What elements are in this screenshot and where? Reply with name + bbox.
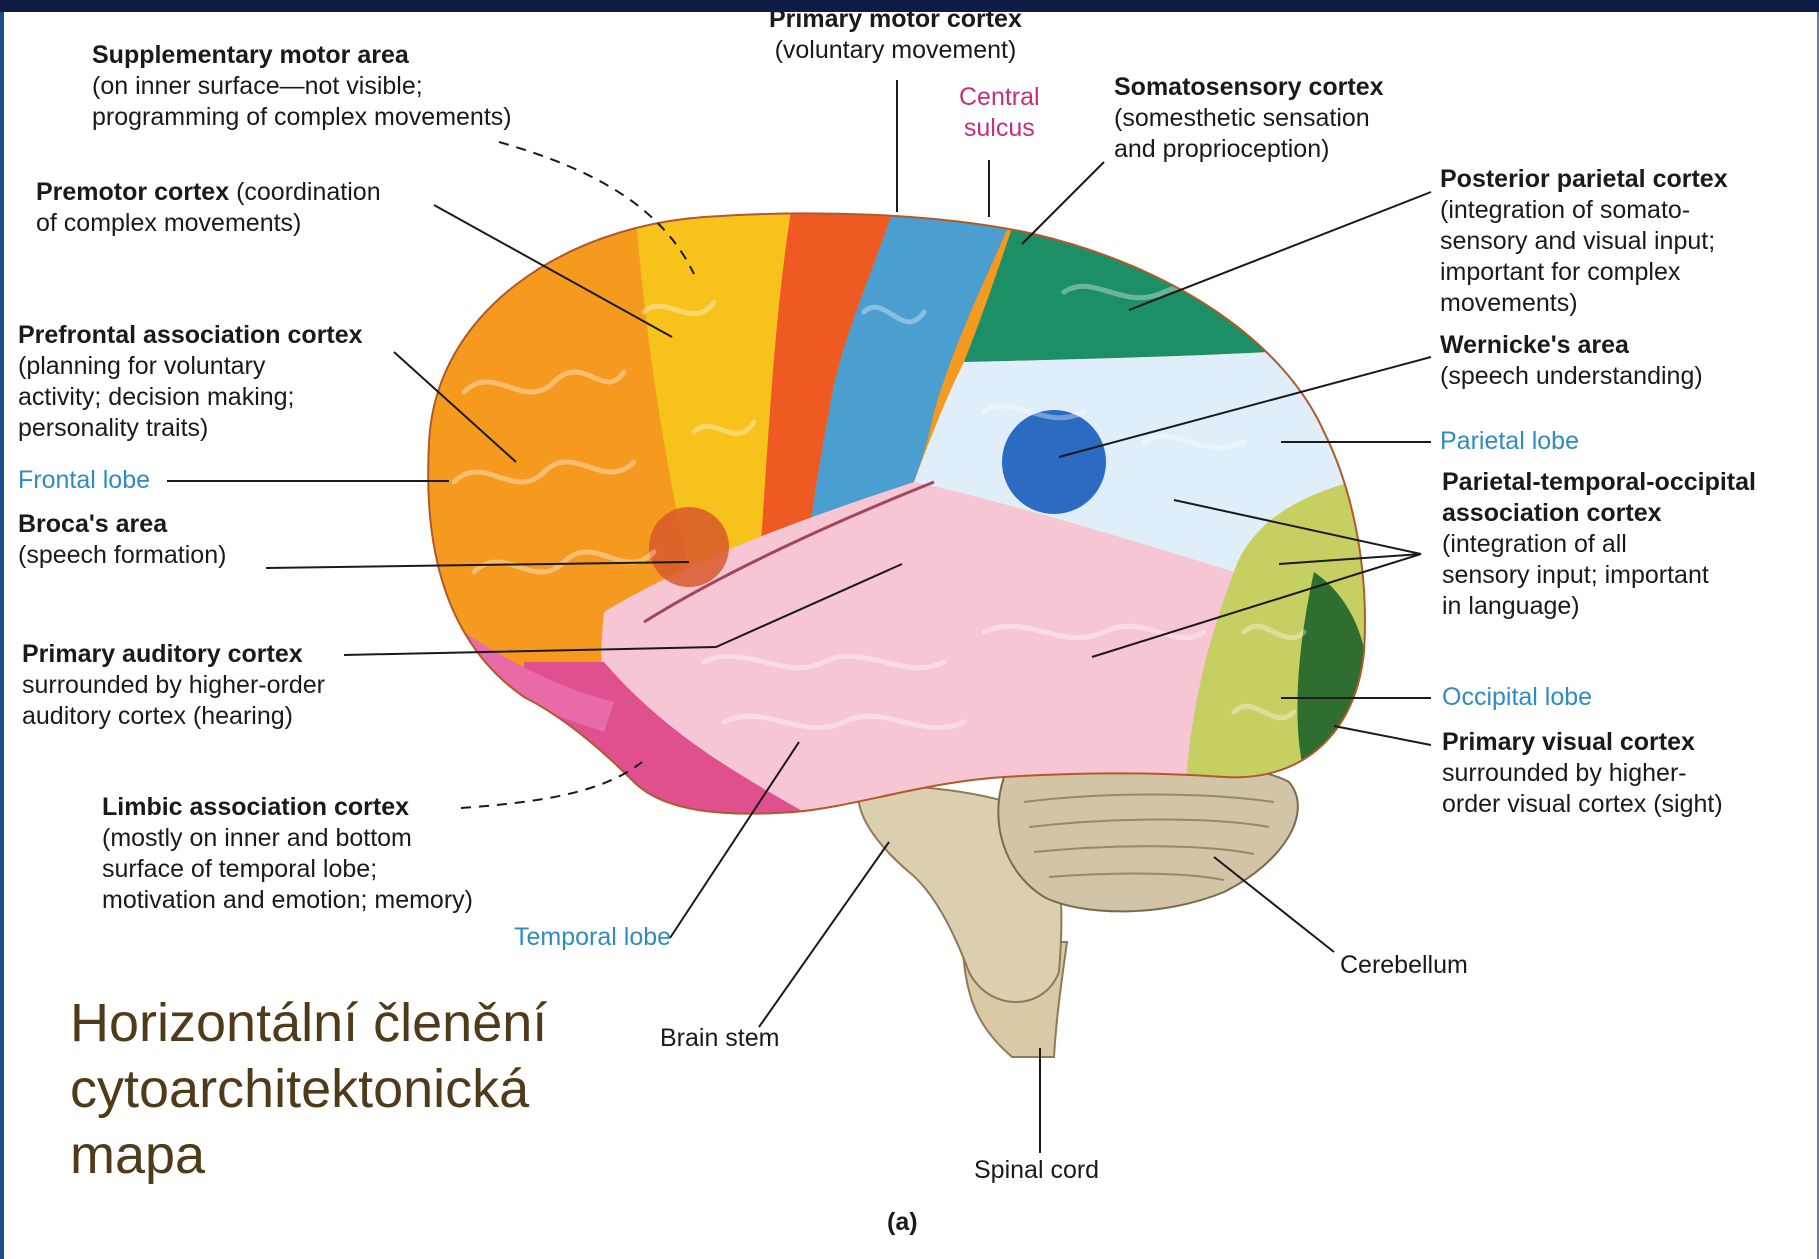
primary-visual-title: Primary visual cortex [1442, 727, 1723, 758]
label-primary-visual-cortex: Primary visual cortex surrounded by high… [1442, 727, 1723, 820]
premotor-line1-rest: (coordination [229, 178, 380, 206]
parietal-lobe-text: Parietal lobe [1440, 426, 1579, 457]
label-primary-auditory-cortex: Primary auditory cortex surrounded by hi… [22, 639, 325, 732]
label-brocas-area: Broca's area (speech formation) [18, 509, 226, 571]
label-wernickes-area: Wernicke's area (speech understanding) [1440, 330, 1703, 392]
premotor-line2: of complex movements) [36, 208, 381, 239]
posterior-parietal-line4: movements) [1440, 288, 1728, 319]
somatosensory-title: Somatosensory cortex [1114, 72, 1384, 103]
primary-motor-cortex-desc: (voluntary movement) [769, 35, 1022, 66]
pto-title-line2: association cortex [1442, 498, 1756, 529]
posterior-parietal-line3: important for complex [1440, 257, 1728, 288]
posterior-parietal-region [964, 192, 1404, 362]
figure-tag-text: (a) [887, 1207, 918, 1238]
label-figure-tag: (a) [887, 1207, 918, 1238]
label-cerebellum: Cerebellum [1340, 950, 1468, 981]
label-prefrontal-association-cortex: Prefrontal association cortex (planning … [18, 320, 363, 444]
pto-line2: sensory input; important [1442, 560, 1756, 591]
label-primary-motor-cortex: Primary motor cortex (voluntary movement… [769, 12, 1022, 66]
limbic-line1: (mostly on inner and bottom [102, 823, 473, 854]
leader-posterior-parietal [1129, 192, 1431, 310]
occipital-lobe-text: Occipital lobe [1442, 682, 1592, 713]
label-spinal-cord: Spinal cord [974, 1155, 1099, 1186]
label-pto-association-cortex: Parietal-temporal-occipital association … [1442, 467, 1756, 622]
leader-primary-visual [1334, 726, 1431, 745]
primary-motor-cortex-title: Primary motor cortex [769, 12, 1022, 35]
broca-desc: (speech formation) [18, 540, 226, 571]
slide-top-border [0, 0, 1819, 12]
somatosensory-line1: (somesthetic sensation [1114, 103, 1384, 134]
slide-title-line1: Horizontální členění [70, 990, 547, 1056]
primary-auditory-line2: auditory cortex (hearing) [22, 701, 325, 732]
central-sulcus-line1: Central [959, 82, 1040, 113]
wernicke-desc: (speech understanding) [1440, 361, 1703, 392]
cerebellum-text: Cerebellum [1340, 950, 1468, 981]
label-temporal-lobe: Temporal lobe [514, 922, 671, 953]
label-premotor-cortex: Premotor cortex (coordination of complex… [36, 177, 381, 239]
label-limbic-association-cortex: Limbic association cortex (mostly on inn… [102, 792, 473, 916]
brain-stem-text: Brain stem [660, 1023, 779, 1054]
spinal-cord-text: Spinal cord [974, 1155, 1099, 1186]
pto-line3: in language) [1442, 591, 1756, 622]
premotor-title: Premotor cortex [36, 178, 229, 206]
posterior-parietal-line1: (integration of somato- [1440, 195, 1728, 226]
slide-title: Horizontální členění cytoarchitektonická… [70, 990, 547, 1188]
somatosensory-line2: and proprioception) [1114, 134, 1384, 165]
primary-visual-line1: surrounded by higher- [1442, 758, 1723, 789]
prefrontal-line3: personality traits) [18, 413, 363, 444]
label-frontal-lobe: Frontal lobe [18, 465, 150, 496]
pto-line1: (integration of all [1442, 529, 1756, 560]
wernicke-title: Wernicke's area [1440, 330, 1703, 361]
label-supplementary-motor-area: Supplementary motor area (on inner surfa… [92, 40, 512, 133]
wernicke-region [1002, 410, 1106, 514]
leader-somatosensory [1022, 162, 1104, 244]
broca-region [649, 507, 729, 587]
label-somatosensory-cortex: Somatosensory cortex (somesthetic sensat… [1114, 72, 1384, 165]
figure-panel: Primary motor cortex (voluntary movement… [4, 12, 1817, 1259]
slide-title-line2: cytoarchitektonická [70, 1056, 547, 1122]
primary-visual-line2: order visual cortex (sight) [1442, 789, 1723, 820]
limbic-line3: motivation and emotion; memory) [102, 885, 473, 916]
slide-title-line3: mapa [70, 1122, 547, 1188]
label-occipital-lobe: Occipital lobe [1442, 682, 1592, 713]
supplementary-motor-line2: programming of complex movements) [92, 102, 512, 133]
leader-cerebellum [1214, 857, 1334, 952]
central-sulcus-line2: sulcus [959, 113, 1040, 144]
primary-auditory-line1: surrounded by higher-order [22, 670, 325, 701]
supplementary-motor-title: Supplementary motor area [92, 40, 512, 71]
label-parietal-lobe: Parietal lobe [1440, 426, 1579, 457]
prefrontal-line1: (planning for voluntary [18, 351, 363, 382]
limbic-title: Limbic association cortex [102, 792, 473, 823]
temporal-lobe-text: Temporal lobe [514, 922, 671, 953]
label-brain-stem: Brain stem [660, 1023, 779, 1054]
frontal-lobe-text: Frontal lobe [18, 465, 150, 496]
posterior-parietal-line2: sensory and visual input; [1440, 226, 1728, 257]
broca-title: Broca's area [18, 509, 226, 540]
prefrontal-title: Prefrontal association cortex [18, 320, 363, 351]
leader-brain-stem [759, 842, 889, 1027]
prefrontal-line2: activity; decision making; [18, 382, 363, 413]
premotor-line1: Premotor cortex (coordination [36, 177, 381, 208]
primary-auditory-title: Primary auditory cortex [22, 639, 325, 670]
leader-limbic [461, 762, 642, 808]
pto-title-line1: Parietal-temporal-occipital [1442, 467, 1756, 498]
label-central-sulcus: Central sulcus [959, 82, 1040, 144]
limbic-line2: surface of temporal lobe; [102, 854, 473, 885]
supplementary-motor-line1: (on inner surface—not visible; [92, 71, 512, 102]
label-posterior-parietal-cortex: Posterior parietal cortex (integration o… [1440, 164, 1728, 319]
posterior-parietal-title: Posterior parietal cortex [1440, 164, 1728, 195]
